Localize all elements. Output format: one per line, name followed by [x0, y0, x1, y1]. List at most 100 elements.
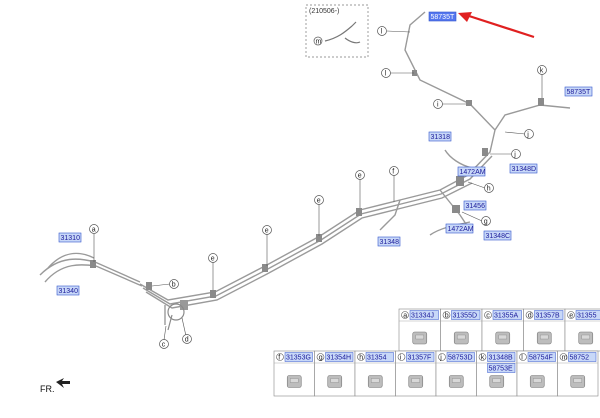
legend-letter: l	[521, 354, 523, 361]
inset-callout: m	[316, 39, 322, 46]
svg-text:h: h	[487, 186, 491, 193]
callout-j2: j	[524, 129, 534, 139]
callouts: a b c d e e e e f g h j j k l l i	[89, 26, 547, 349]
callout-e3: e	[314, 195, 324, 205]
callout-circle	[313, 36, 323, 46]
svg-text:k: k	[540, 68, 544, 75]
legend-letter-circle	[478, 353, 487, 361]
legend-code: 31355A	[494, 312, 518, 319]
svg-text:31348D: 31348D	[512, 166, 537, 173]
legend-letter: h	[359, 354, 363, 361]
legend-code: 58752	[570, 354, 590, 361]
legend-letter: d	[528, 312, 532, 319]
svg-text:31340: 31340	[59, 288, 79, 295]
legend-code: 31353G	[286, 354, 311, 361]
arrow-head	[458, 12, 472, 22]
svg-text:i: i	[437, 102, 439, 109]
fuel-line-bundle	[39, 11, 571, 309]
callout-h: h	[484, 183, 494, 193]
legend-code: 31357F	[408, 354, 432, 361]
callout-l2: l	[381, 68, 391, 78]
legend-letter-circle	[525, 311, 534, 319]
label-1472AM-b: 1472AM	[445, 223, 474, 234]
svg-text:31348C: 31348C	[486, 233, 511, 240]
callout-c: c	[159, 339, 169, 349]
callout-j1: j	[511, 149, 521, 159]
svg-text:58735T: 58735T	[567, 89, 591, 96]
legend-code: 31354H	[327, 354, 352, 361]
legend-letter: m	[562, 354, 568, 361]
highlight-label: 58735T	[431, 14, 455, 21]
svg-text:1472AM: 1472AM	[448, 226, 474, 233]
callout-e2: e	[262, 225, 272, 235]
legend-code: 58754F	[529, 354, 553, 361]
highlighted-part: 58735T	[428, 11, 535, 39]
label-58735T-right: 58735T	[564, 86, 593, 97]
legend-code: 58753D	[448, 354, 473, 361]
legend-letter: e	[569, 312, 573, 319]
callout-g: g	[481, 216, 491, 226]
pointer-arrow	[465, 13, 535, 39]
legend-letter: j	[439, 354, 442, 361]
legend-cell-c: c 31355A	[481, 308, 524, 352]
label-31348C: 31348C	[483, 230, 512, 241]
callout-b: b	[169, 279, 179, 289]
callout-a: a	[89, 224, 99, 234]
callout-e1: e	[208, 253, 218, 263]
legend-code-2: 58753E	[489, 365, 513, 372]
inset-box: (210506-) m	[305, 4, 369, 58]
svg-text:e: e	[358, 173, 362, 180]
legend-code: 31355	[577, 312, 597, 319]
svg-text:g: g	[484, 219, 488, 226]
lower-hub	[164, 303, 185, 331]
label-1472AM-a: 1472AM	[457, 166, 486, 177]
legend-letter: k	[481, 354, 485, 361]
legend-code: 31355D	[453, 312, 478, 319]
legend-cell-i: i 31357F	[395, 350, 437, 397]
legend-letter-circle	[316, 353, 325, 361]
inset-title: (210506-)	[309, 8, 339, 15]
legend-cell-e: e 31355	[564, 308, 600, 352]
legend-cell-d: d 31357B	[523, 308, 566, 352]
legend-letter-circle	[438, 353, 446, 361]
legend-code: 31354	[367, 354, 387, 361]
part-labels: 31310 31340 31318 1472AM 31348D 31456 31…	[56, 86, 593, 296]
svg-text:f: f	[392, 169, 394, 176]
svg-text:e: e	[211, 256, 215, 263]
svg-text:c: c	[162, 342, 166, 349]
legend-letter-circle	[567, 311, 575, 319]
label-31340: 31340	[56, 285, 80, 296]
svg-text:31318: 31318	[431, 134, 451, 141]
legend-letter-circle	[276, 353, 284, 361]
legend-code: 31348B	[489, 354, 513, 361]
svg-text:31456: 31456	[466, 203, 486, 210]
svg-text:1472AM: 1472AM	[460, 169, 486, 176]
svg-text:31310: 31310	[61, 235, 81, 242]
legend-cell-k: k 31348B 58753E	[476, 350, 518, 397]
label-31348D: 31348D	[509, 163, 538, 174]
legend-cell-l: l 58754F	[516, 350, 558, 397]
svg-text:e: e	[317, 198, 321, 205]
svg-text:e: e	[265, 228, 269, 235]
svg-text:d: d	[185, 337, 189, 344]
legend-letter: c	[486, 312, 490, 319]
label-31348: 31348	[377, 236, 401, 247]
callout-d: d	[182, 334, 192, 344]
svg-text:FR.: FR.	[40, 384, 55, 394]
callout-l1: l	[377, 26, 387, 36]
line-clips	[90, 70, 544, 310]
legend-letter: f	[278, 354, 280, 361]
legend-letter: i	[400, 354, 402, 361]
svg-text:l: l	[381, 29, 383, 36]
legend-code: 31357B	[536, 312, 560, 319]
legend-letter-circle	[559, 353, 568, 361]
svg-text:31348: 31348	[380, 239, 400, 246]
svg-text:b: b	[172, 282, 176, 289]
legend-letter-circle	[484, 311, 492, 319]
